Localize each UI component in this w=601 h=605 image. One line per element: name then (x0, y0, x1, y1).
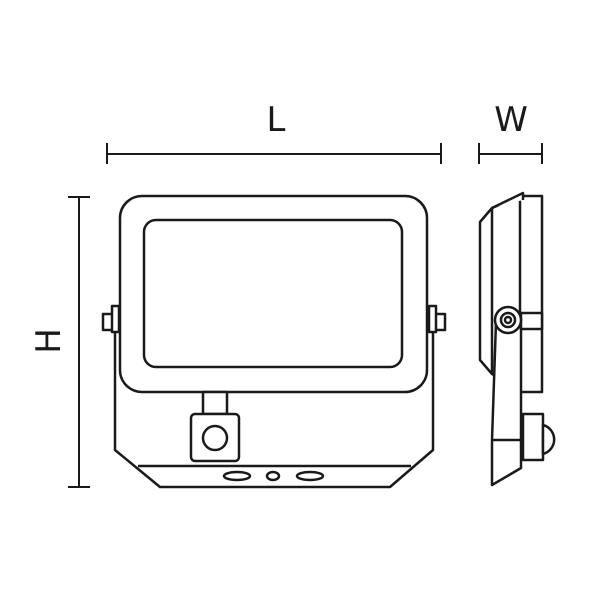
front-lens-panel (142, 218, 404, 369)
width-dimension (478, 143, 543, 164)
side-view (478, 191, 556, 487)
side-sensor-dome (541, 423, 556, 456)
length-dimension (106, 143, 442, 164)
height-label: H (29, 328, 69, 354)
front-sensor-lens (201, 424, 229, 452)
side-bracket-plate (519, 311, 544, 331)
width-label: W (494, 100, 528, 140)
height-dimension (68, 196, 90, 488)
front-sensor-stem (201, 390, 229, 416)
front-bottom-slot-right (295, 470, 325, 482)
side-housing-top-lip (491, 191, 525, 210)
side-bracket-arm (490, 320, 523, 487)
front-right-pivot-inner (427, 304, 438, 334)
front-view (101, 194, 447, 489)
side-pivot-knob-center (503, 315, 513, 325)
length-label: L (267, 100, 286, 140)
front-bottom-slot-left (222, 470, 252, 482)
side-sensor-mount (521, 412, 545, 462)
front-left-pivot-inner (110, 304, 121, 334)
front-bottom-hole-center (265, 470, 281, 482)
